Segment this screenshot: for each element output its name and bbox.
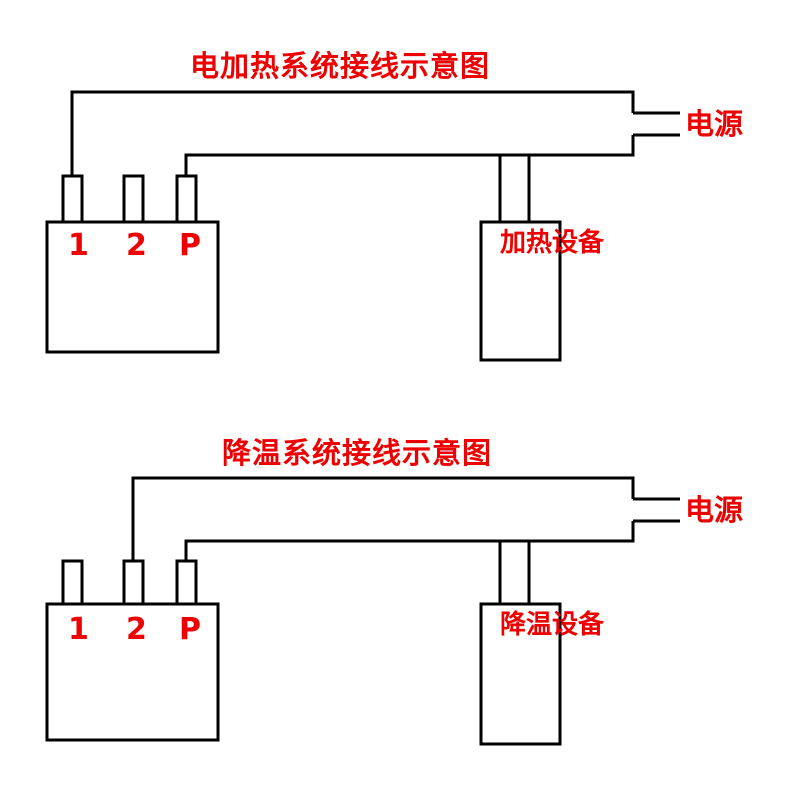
- controller-box-cooling: [45, 602, 220, 742]
- terminal-label-p-heating: P: [179, 228, 201, 263]
- device-box-cooling: [479, 602, 562, 746]
- terminal-label-2-heating: 2: [126, 228, 147, 263]
- device-box-heating: [479, 220, 562, 362]
- power-label-cooling: 电源: [685, 493, 744, 527]
- wire-terminalP-to-power-line2: [184, 135, 635, 180]
- wire-terminalP-to-power-line2-cooling: [184, 521, 635, 565]
- terminal-label-1-heating: 1: [68, 228, 89, 263]
- diagram-title-cooling: 降温系统接线示意图: [222, 436, 493, 470]
- device-label-cooling: 降温设备: [500, 609, 604, 642]
- terminal-post-p-cooling: [175, 559, 198, 610]
- diagram-title-heating: 电加热系统接线示意图: [190, 49, 491, 83]
- terminal-post-2-cooling: [122, 559, 145, 610]
- controller-box-heating: [45, 220, 220, 354]
- terminal-label-p-cooling: P: [179, 612, 201, 647]
- terminal-label-2-cooling: 2: [126, 612, 147, 647]
- wire-terminal2-to-power-line1: [131, 476, 635, 565]
- terminal-post-1-cooling: [61, 559, 84, 610]
- power-label-heating: 电源: [685, 107, 744, 141]
- wire-terminal1-to-power-line1: [70, 90, 635, 180]
- terminal-label-1-cooling: 1: [68, 612, 89, 647]
